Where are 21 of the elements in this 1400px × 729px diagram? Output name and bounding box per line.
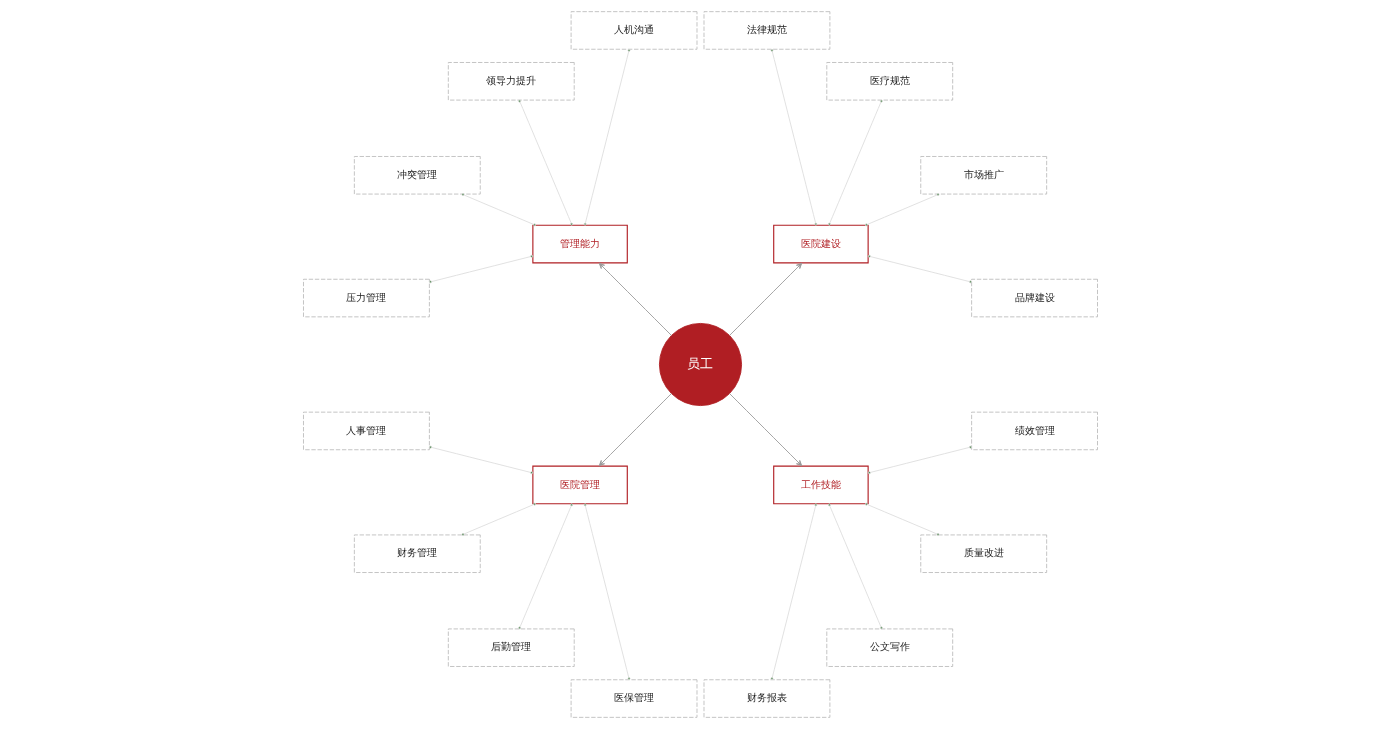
connector xyxy=(461,193,536,227)
connector xyxy=(864,502,939,536)
connector xyxy=(583,48,630,226)
arrow xyxy=(728,262,802,336)
connector xyxy=(770,503,817,681)
connector xyxy=(428,445,533,475)
connector xyxy=(770,48,817,226)
connector xyxy=(517,503,573,630)
connector xyxy=(583,503,630,681)
connector xyxy=(867,445,972,475)
arrow xyxy=(728,393,802,467)
connector xyxy=(827,99,883,226)
connector xyxy=(867,254,972,284)
connector xyxy=(827,503,883,630)
connector xyxy=(461,502,536,536)
arrow xyxy=(598,393,672,467)
connector xyxy=(428,254,533,284)
arrow xyxy=(598,262,672,336)
connector xyxy=(517,99,573,226)
node-circle: 员工 xyxy=(658,322,742,406)
connector xyxy=(864,193,939,227)
